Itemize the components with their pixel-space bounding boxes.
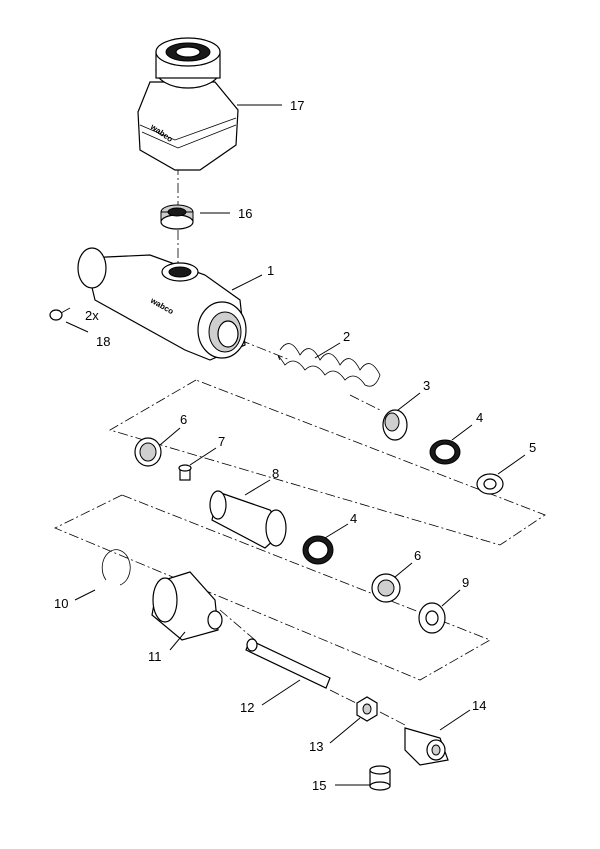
part-14-clevis (404, 727, 449, 766)
part-13-nut (356, 696, 378, 722)
callout-18-quantity: 2x (85, 308, 99, 323)
callout-16: 16 (238, 206, 252, 221)
part-1-cylinder-body: wabco (77, 247, 247, 361)
callout-4-lower: 4 (350, 511, 357, 526)
part-3-spring-seat (382, 409, 408, 441)
assembly-axis-lines (54, 165, 546, 726)
part-10-circlip (101, 549, 131, 586)
part-11-dust-boot (151, 571, 223, 641)
callout-12: 12 (240, 700, 254, 715)
callout-leader-lines (65, 104, 526, 786)
callout-8: 8 (272, 466, 279, 481)
callout-4-upper: 4 (476, 410, 483, 425)
callout-13: 13 (309, 739, 323, 754)
callout-9: 9 (462, 575, 469, 590)
callout-10: 10 (54, 596, 68, 611)
callout-1: 1 (267, 263, 274, 278)
callout-7: 7 (218, 434, 225, 449)
part-17-fluid-reservoir: wabco (137, 37, 239, 171)
part-6-ring-upper (134, 437, 162, 467)
callout-6-lower: 6 (414, 548, 421, 563)
callout-11: 11 (148, 649, 162, 664)
callout-5: 5 (529, 440, 536, 455)
part-5-washer (476, 473, 504, 495)
part-4-seal-lower (302, 535, 334, 565)
callout-6-upper: 6 (180, 412, 187, 427)
callout-17: 17 (290, 98, 304, 113)
part-15-bushing (369, 765, 391, 791)
part-8-piston (209, 490, 287, 549)
part-6-ring-lower (371, 573, 401, 603)
callout-2: 2 (343, 329, 350, 344)
part-4-seal-upper (429, 439, 461, 465)
callout-labels: 17 16 1 2 3 4 5 6 7 8 4 6 9 10 11 12 13 … (54, 98, 536, 793)
callout-3: 3 (423, 378, 430, 393)
part-2-spring (277, 343, 381, 387)
part-9-washer (418, 602, 446, 634)
callout-14: 14 (472, 698, 486, 713)
part-7-valve (178, 464, 192, 481)
part-16-grommet (160, 204, 194, 230)
callout-15: 15 (312, 778, 326, 793)
part-12-push-rod (245, 638, 331, 689)
part-18-pin (49, 307, 71, 321)
callout-18: 18 (96, 334, 110, 349)
